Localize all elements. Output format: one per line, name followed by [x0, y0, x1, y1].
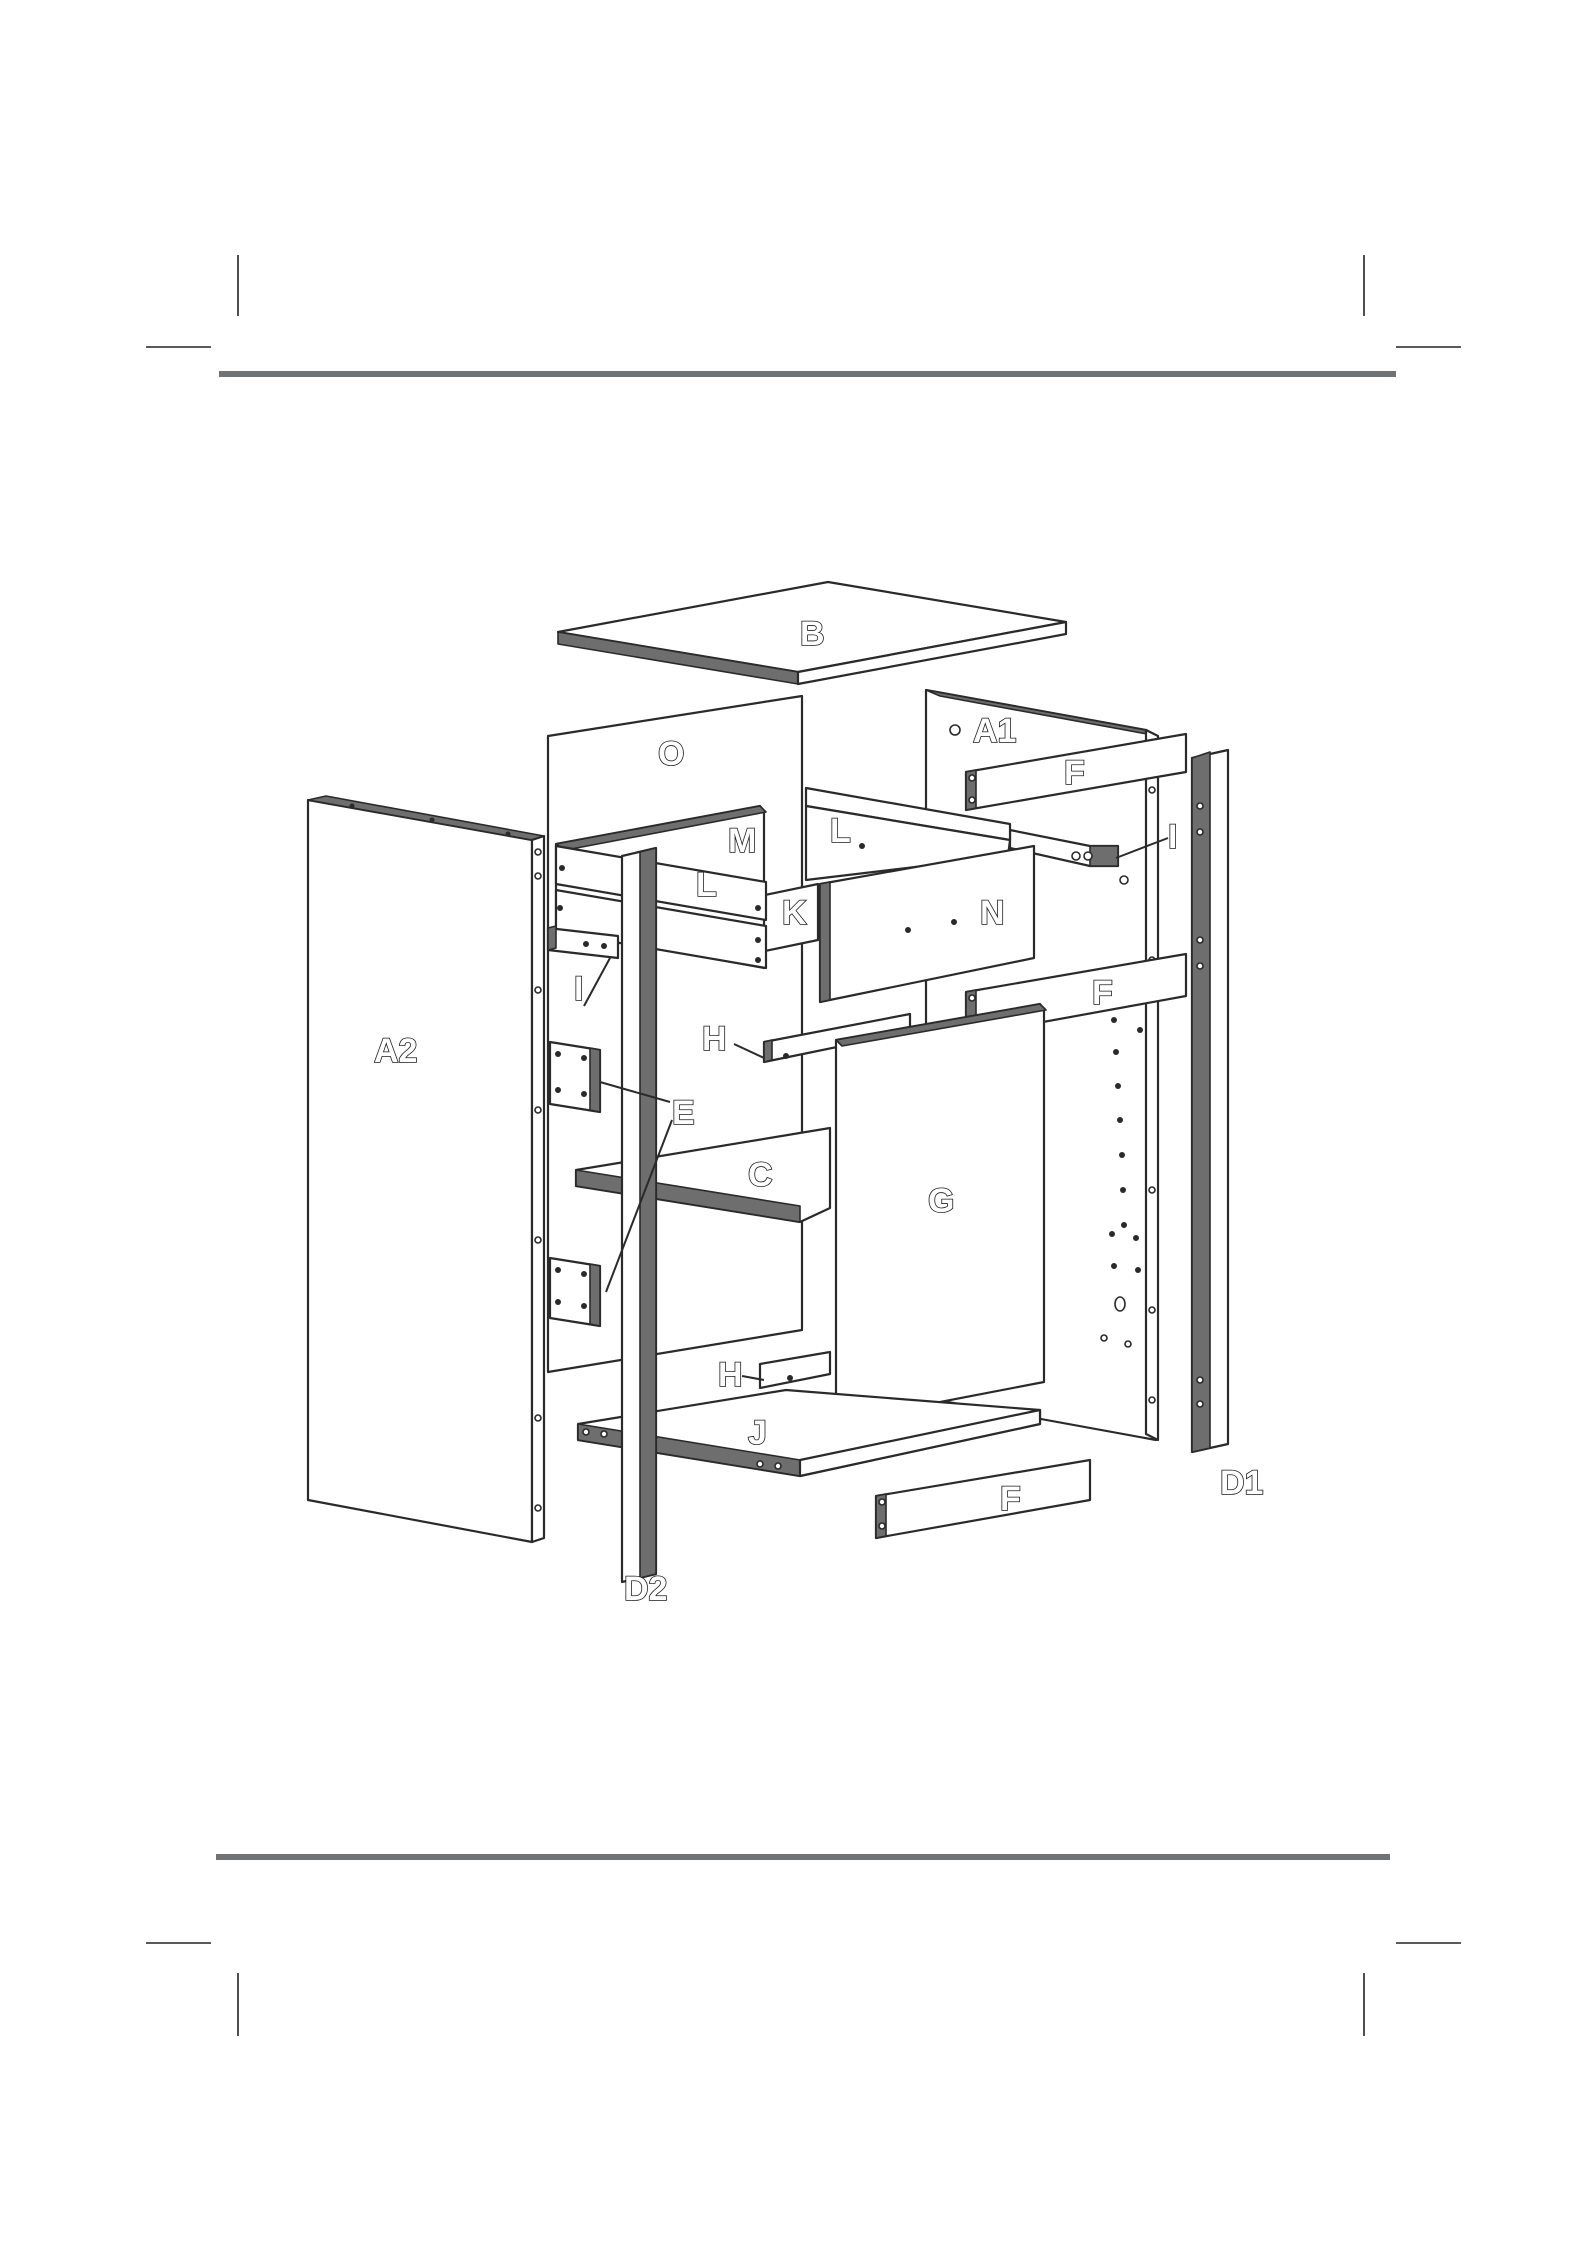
label-I-left: I	[574, 970, 583, 1008]
header-rule	[219, 371, 1396, 377]
label-E: E	[672, 1094, 695, 1132]
footer-rule	[216, 1854, 1390, 1860]
label-C: C	[748, 1156, 773, 1194]
label-F-middle: F	[1092, 974, 1113, 1012]
label-H-lower: H	[718, 1356, 743, 1394]
label-L-left: L	[696, 866, 717, 904]
label-G: G	[928, 1182, 954, 1220]
label-J: J	[748, 1414, 767, 1452]
label-B: B	[800, 615, 825, 653]
label-N: N	[980, 894, 1005, 932]
label-O: O	[658, 735, 684, 773]
label-K: K	[782, 894, 807, 932]
label-M: M	[728, 822, 756, 860]
label-D2: D2	[624, 1570, 667, 1608]
part-D1-right-post	[1192, 750, 1228, 1452]
label-A2: A2	[374, 1032, 417, 1070]
label-D1: D1	[1220, 1464, 1263, 1502]
part-E-upper-block	[550, 1042, 600, 1112]
part-E-lower-block	[550, 1258, 600, 1326]
part-H-lower-rail	[760, 1352, 830, 1388]
label-H-upper: H	[702, 1020, 727, 1058]
label-F-top: F	[1064, 754, 1085, 792]
part-D2-left-post	[622, 848, 656, 1582]
label-A1: A1	[973, 712, 1016, 750]
label-L-right: L	[830, 812, 851, 850]
label-I-right: I	[1168, 818, 1177, 856]
part-A2-left-side-panel	[308, 796, 544, 1542]
part-F-bottom-rail	[876, 1460, 1090, 1538]
label-F-bottom: F	[1000, 1480, 1021, 1518]
